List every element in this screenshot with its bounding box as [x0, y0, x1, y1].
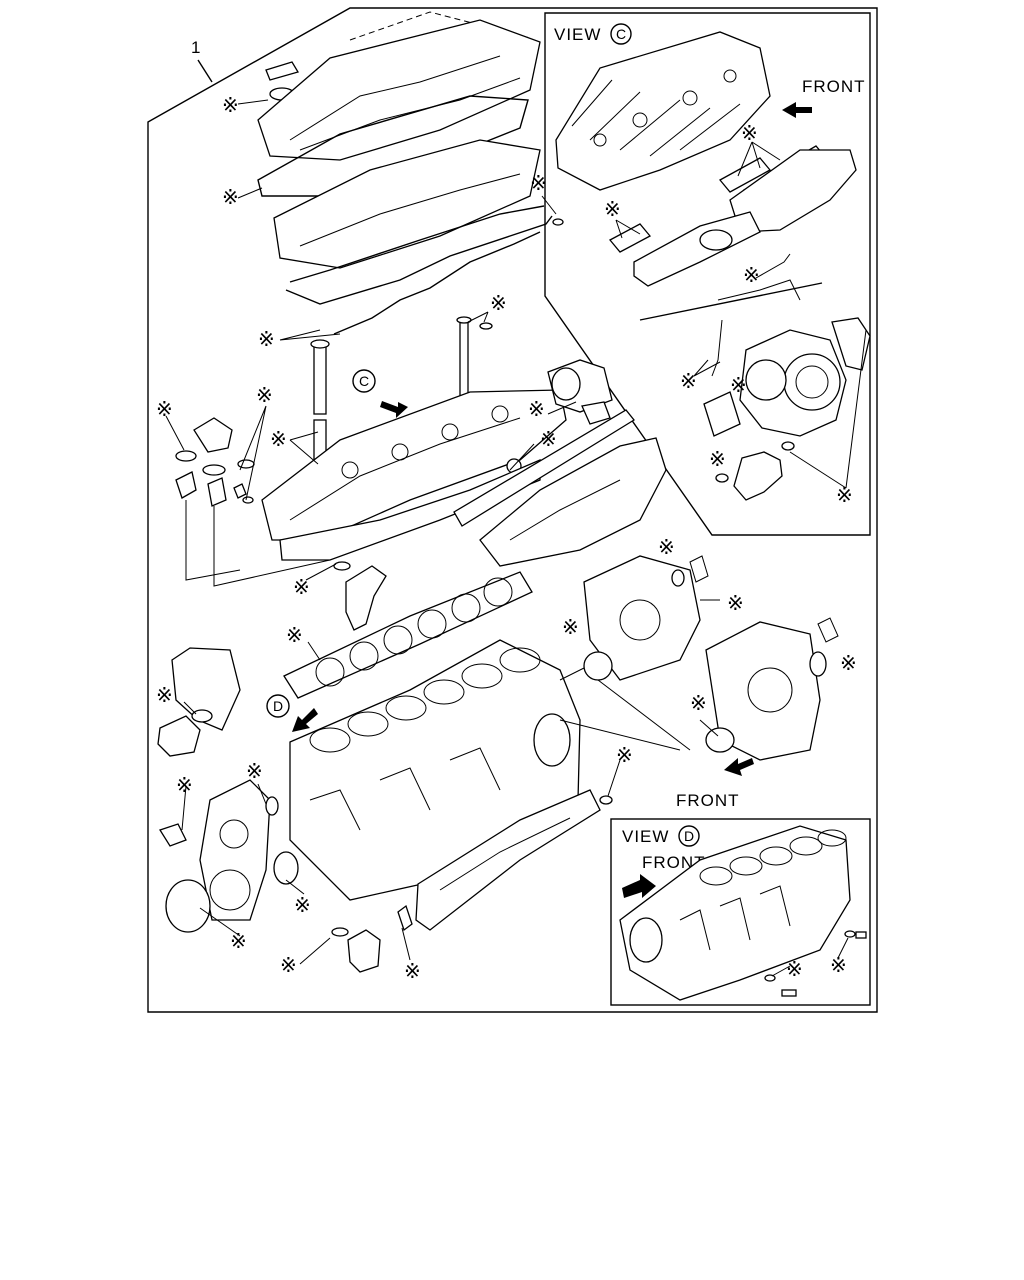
- ref-d-circle-letter: D: [273, 698, 283, 714]
- view-d-inset: VIEW D FRONT ※ ※: [610, 818, 871, 1006]
- kit-outline-frame: [147, 7, 878, 1013]
- front-label-view-c: FRONT: [802, 77, 866, 96]
- star-mark: ※: [294, 895, 311, 917]
- front-label-block: FRONT: [676, 791, 740, 810]
- front-arrow-d-ref: [292, 708, 318, 732]
- star-mark: ※: [404, 961, 421, 983]
- star-mark: ※: [293, 577, 310, 599]
- star-mark: ※: [562, 617, 579, 639]
- star-mark: ※: [830, 955, 847, 977]
- star-mark: ※: [530, 173, 547, 195]
- star-mark: ※: [836, 485, 853, 507]
- cylinder-block-assembly: [157, 571, 681, 973]
- view-d-circle-letter: D: [684, 828, 694, 844]
- star-mark: ※: [246, 761, 263, 783]
- star-mark: ※: [176, 775, 193, 797]
- star-mark: ※: [727, 593, 744, 615]
- view-c-label: VIEW: [554, 25, 601, 44]
- cylinder-head-assembly: [165, 359, 667, 631]
- star-mark: ※: [540, 429, 557, 451]
- star-mark: ※: [680, 371, 697, 393]
- star-mark: ※: [222, 95, 239, 117]
- star-mark: ※: [490, 293, 507, 315]
- star-mark: ※: [690, 693, 707, 715]
- star-mark: ※: [156, 399, 173, 421]
- front-label-view-d: FRONT: [642, 853, 706, 872]
- star-mark: ※: [730, 375, 747, 397]
- star-mark: ※: [743, 265, 760, 287]
- star-mark: ※: [270, 429, 287, 451]
- view-c-circle-letter: C: [616, 26, 626, 42]
- star-mark: ※: [222, 187, 239, 209]
- star-mark: ※: [258, 329, 275, 351]
- ref-c-circle-letter: C: [359, 373, 369, 389]
- star-mark: ※: [528, 399, 545, 421]
- star-mark: ※: [709, 449, 726, 471]
- star-mark: ※: [658, 537, 675, 559]
- front-arrow-block: [724, 758, 754, 776]
- front-arrow-view-d: [622, 874, 656, 898]
- star-mark: ※: [604, 199, 621, 221]
- front-arrow-c-ref: [380, 401, 408, 418]
- star-mark: ※: [786, 959, 803, 981]
- star-mark: ※: [741, 123, 758, 145]
- star-mark: ※: [256, 385, 273, 407]
- flywheel-housing-assembly: [583, 555, 839, 761]
- valve-cover-assembly: [257, 11, 564, 471]
- view-d-label: VIEW: [622, 827, 669, 846]
- star-mark: ※: [280, 955, 297, 977]
- star-mark: ※: [230, 931, 247, 953]
- item-number-label: 1: [191, 38, 201, 57]
- star-mark: ※: [616, 745, 633, 767]
- item-leader-line: [197, 59, 213, 83]
- star-mark: ※: [156, 685, 173, 707]
- star-mark: ※: [286, 625, 303, 647]
- front-arrow-view-c: [782, 102, 812, 118]
- star-mark: ※: [840, 653, 857, 675]
- view-c-inset: VIEW C FRONT ※ ※ ※ ※ ※: [544, 12, 871, 536]
